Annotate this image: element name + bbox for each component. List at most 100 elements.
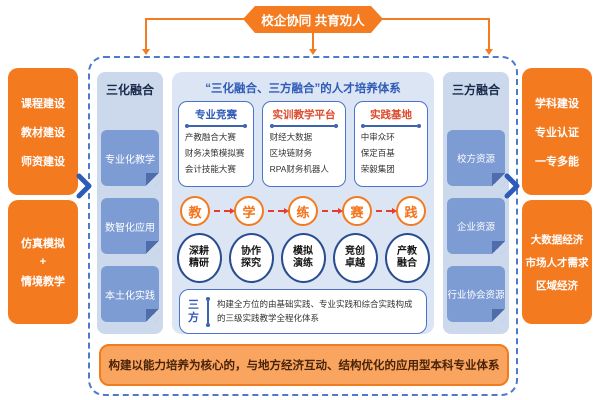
side-box-line: 专业认证: [535, 126, 579, 139]
value-circle: 深耕 精研: [176, 233, 222, 283]
box-item: 保定百基: [360, 148, 395, 158]
value-circle: 协作 探究: [228, 233, 274, 283]
key-boxes-row: 专业竞赛 产教融合大赛 财务决策模拟赛 会计技能大赛 实训教学平台 财经大数据 …: [178, 101, 428, 187]
connector-line: [488, 18, 490, 49]
arrow-down-icon: [142, 49, 150, 55]
side-box-line: 一专多能: [535, 155, 579, 168]
column-title: 三化融合: [105, 83, 154, 97]
value-line: 探究: [241, 258, 261, 269]
column-sanfang: 三方融合 校方资源 企业资源 行业协会资源: [443, 72, 509, 334]
connector-line: [145, 18, 147, 49]
process-step: 学: [234, 196, 264, 226]
folded-corner-icon: [146, 241, 159, 254]
left-box-simulation: 仿真模拟 + 情境教学: [8, 200, 78, 324]
column-item: 数智化应用: [101, 198, 159, 254]
note-label: 三 方: [188, 299, 199, 324]
left-box-construction: 课程建设 教材建设 师资建设: [8, 68, 78, 195]
value-circle: 产教 融合: [384, 233, 430, 283]
value-line: 产教: [397, 245, 417, 257]
process-step: 赛: [342, 196, 372, 226]
side-box-line: +: [39, 256, 47, 268]
bottom-summary-bar: 构建以能力培养为核心的，与地方经济互动、结构优化的应用型本科专业体系: [99, 344, 509, 386]
side-box-line: 课程建设: [21, 97, 65, 110]
folded-corner-icon: [492, 173, 505, 186]
value-circle: 竞创 卓越: [332, 233, 378, 283]
column-item: 专业化教学: [101, 130, 159, 186]
right-box-economy: 大数据经济 市场人才需求 区域经济: [522, 200, 592, 324]
box-title: 专业竞赛: [195, 109, 237, 121]
folded-corner-icon: [146, 309, 159, 322]
dashed-arrow-icon: [376, 208, 397, 214]
connector-line: [312, 32, 314, 49]
box-item: RPA财务机器人: [269, 164, 329, 174]
box-practice-bases: 实践基地 中审众环 保定百基 荣毅集团: [354, 101, 428, 187]
panel-title: “三化融合、三方融合”的人才培养体系: [205, 83, 401, 95]
dashed-arrow-icon: [322, 208, 343, 214]
process-chain: 教 学 练 赛 践: [180, 196, 426, 226]
box-competitions: 专业竞赛 产教融合大赛 财务决策模拟赛 会计技能大赛: [178, 101, 254, 187]
value-line: 演练: [293, 258, 313, 269]
side-box-line: 市场人才需求: [525, 256, 589, 269]
dashed-arrow-icon: [214, 208, 235, 214]
connector-line: [382, 18, 489, 20]
value-line: 竞创: [345, 245, 365, 257]
chevron-right-icon: [503, 173, 521, 204]
column-item-label: 企业资源: [456, 222, 495, 233]
note-label-char: 三: [188, 298, 199, 311]
underline-with-dots: [269, 124, 339, 128]
column-title: 三方融合: [451, 83, 500, 97]
value-line: 深耕: [189, 245, 209, 257]
arrow-down-icon: [485, 49, 493, 55]
box-item: 区块链财务: [269, 148, 313, 158]
top-banner: 校企协同 共育劝人: [243, 6, 383, 33]
dashed-frame: [88, 56, 518, 396]
side-box-line: 学科建设: [535, 97, 579, 110]
column-item-label: 数智化应用: [105, 222, 155, 234]
underline-with-dots: [184, 124, 248, 128]
value-circle: 模拟 演练: [280, 233, 326, 283]
underline-with-dots: [360, 124, 422, 128]
value-line: 融合: [397, 258, 417, 269]
column-item-label: 本土化实践: [105, 290, 155, 302]
box-item: 财经大数据: [269, 132, 313, 142]
process-step: 践: [396, 196, 426, 226]
box-item: 会计技能大赛: [184, 164, 236, 174]
side-box-line: 仿真模拟: [21, 238, 65, 250]
chevron-right-icon: [75, 173, 93, 204]
box-item: 荣毅集团: [360, 164, 395, 174]
process-step: 教: [180, 196, 210, 226]
value-line: 协作: [241, 245, 261, 257]
column-item: 企业资源: [447, 198, 505, 254]
box-item: 财务决策模拟赛: [184, 148, 245, 158]
box-item: 中审众环: [360, 132, 395, 142]
side-box-line: 教材建设: [21, 126, 65, 139]
box-title: 实践基地: [370, 109, 412, 121]
side-box-line: 情境教学: [21, 276, 65, 288]
connector-line: [146, 18, 244, 20]
side-box-line: 大数据经济: [530, 233, 584, 246]
side-box-line: 师资建设: [21, 155, 65, 168]
vertical-rule-with-dots: [206, 296, 210, 327]
folded-corner-icon: [492, 309, 505, 322]
process-step: 练: [288, 196, 318, 226]
folded-corner-icon: [492, 241, 505, 254]
column-sanhua: 三化融合 专业化教学 数智化应用 本土化实践: [97, 72, 163, 334]
column-item-label: 校方资源: [456, 154, 495, 165]
center-panel: “三化融合、三方融合”的人才培养体系 专业竞赛 产教融合大赛 财务决策模拟赛 会…: [172, 72, 434, 334]
box-item: 产教融合大赛: [184, 132, 236, 142]
column-item-label: 专业化教学: [105, 154, 155, 166]
right-box-discipline: 学科建设 专业认证 一专多能: [522, 68, 592, 195]
note-label-char: 方: [188, 311, 199, 324]
three-party-note: 三 方 构建全方位的由基础实践、专业实践和综合实践构成的三级实践教学全程化体系: [179, 289, 427, 334]
column-item: 本土化实践: [101, 266, 159, 322]
note-text: 构建全方位的由基础实践、专业实践和综合实践构成的三级实践教学全程化体系: [217, 299, 413, 323]
box-training-platform: 实训教学平台 财经大数据 区块链财务 RPA财务机器人: [262, 101, 346, 187]
value-line: 卓越: [345, 258, 365, 269]
column-item-label: 行业协会资源: [447, 290, 505, 301]
dashed-arrow-icon: [268, 208, 289, 214]
arrow-down-icon: [309, 49, 317, 55]
value-line: 精研: [189, 258, 209, 269]
value-line: 模拟: [293, 245, 313, 257]
box-title: 实训教学平台: [272, 109, 336, 121]
